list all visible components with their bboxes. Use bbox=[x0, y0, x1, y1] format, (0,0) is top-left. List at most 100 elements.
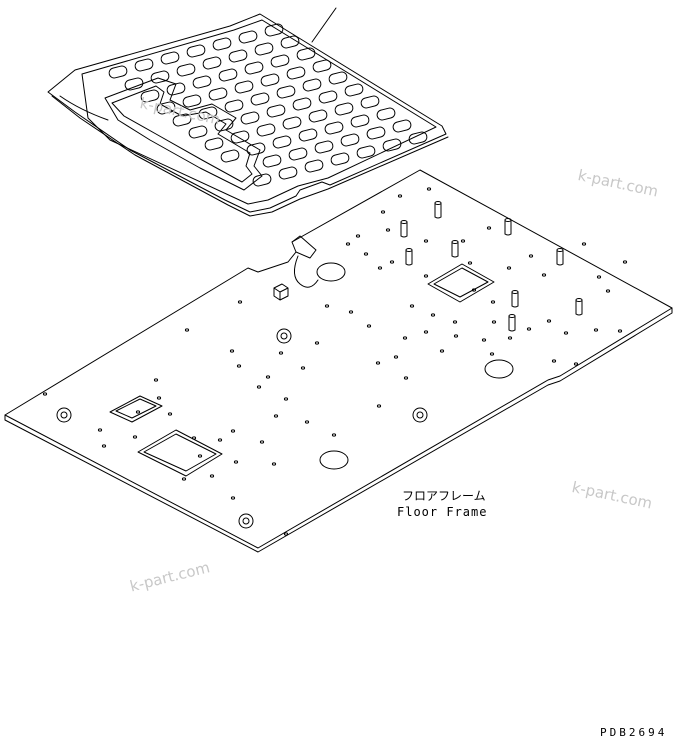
mat-oval-grid bbox=[108, 23, 428, 187]
mat-oval bbox=[366, 126, 386, 140]
small-hole bbox=[622, 260, 628, 264]
small-hole bbox=[430, 313, 436, 317]
small-hole bbox=[526, 327, 532, 331]
mat-oval bbox=[350, 114, 370, 128]
small-hole bbox=[423, 330, 429, 334]
mat-oval bbox=[286, 66, 306, 80]
frame-thickness bbox=[4, 307, 673, 553]
small-hole bbox=[355, 234, 361, 238]
small-hole bbox=[423, 274, 429, 278]
stud bbox=[511, 290, 519, 308]
mat-oval bbox=[324, 121, 344, 135]
small-hole bbox=[233, 460, 239, 464]
small-hole bbox=[345, 242, 351, 246]
mat-leader-line bbox=[311, 7, 337, 43]
mat-oval bbox=[220, 149, 240, 163]
frame-bracket-notch bbox=[294, 255, 319, 288]
small-hole bbox=[278, 351, 284, 355]
mat-oval bbox=[344, 83, 364, 97]
small-hole bbox=[596, 275, 602, 279]
mat-oval bbox=[356, 145, 376, 159]
mat-outline bbox=[47, 13, 447, 213]
small-hole bbox=[409, 304, 415, 308]
small-hole bbox=[230, 496, 236, 500]
mat-oval bbox=[198, 106, 218, 120]
mat-oval bbox=[298, 128, 318, 142]
small-hole bbox=[551, 359, 557, 363]
mat-oval bbox=[182, 94, 202, 108]
small-hole bbox=[385, 228, 391, 232]
small-hole bbox=[366, 324, 372, 328]
small-hole bbox=[265, 375, 271, 379]
small-hole bbox=[259, 440, 265, 444]
small-hole bbox=[617, 329, 623, 333]
small-hole bbox=[271, 462, 277, 466]
mat-oval bbox=[328, 71, 348, 85]
small-hole bbox=[471, 288, 477, 292]
small-hole bbox=[273, 414, 279, 418]
small-hole bbox=[467, 261, 473, 265]
mat-oval bbox=[376, 107, 396, 121]
small-hole bbox=[481, 338, 487, 342]
mat-oval bbox=[314, 140, 334, 154]
mat-oval bbox=[230, 130, 250, 144]
stud bbox=[400, 220, 408, 238]
small-hole bbox=[581, 242, 587, 246]
small-hole bbox=[426, 187, 432, 191]
mat-oval bbox=[234, 80, 254, 94]
small-hole bbox=[393, 355, 399, 359]
frame-washers bbox=[56, 328, 428, 529]
mat-oval bbox=[270, 54, 290, 68]
mat-oval bbox=[160, 51, 180, 65]
mat-oval bbox=[308, 109, 328, 123]
mat-oval bbox=[166, 82, 186, 96]
small-hole bbox=[314, 341, 320, 345]
small-hole bbox=[439, 349, 445, 353]
mat-oval bbox=[360, 95, 380, 109]
mat-oval bbox=[208, 87, 228, 101]
small-hole bbox=[191, 436, 197, 440]
mat-oval bbox=[140, 89, 160, 103]
small-hole bbox=[331, 433, 337, 437]
small-hole bbox=[132, 435, 138, 439]
small-hole bbox=[376, 404, 382, 408]
mat-oval bbox=[192, 75, 212, 89]
small-hole bbox=[167, 412, 173, 416]
mat-oval bbox=[246, 142, 266, 156]
mat-oval bbox=[266, 104, 286, 118]
small-hole bbox=[236, 364, 242, 368]
mat-oval bbox=[212, 37, 232, 51]
small-hole bbox=[507, 336, 513, 340]
mat-oval bbox=[312, 59, 332, 73]
small-hole bbox=[324, 304, 330, 308]
small-hole bbox=[229, 349, 235, 353]
small-hole bbox=[563, 331, 569, 335]
mat-oval bbox=[124, 77, 144, 91]
mat-oval bbox=[250, 92, 270, 106]
small-hole bbox=[348, 310, 354, 314]
mat-oval bbox=[150, 70, 170, 84]
stud bbox=[556, 248, 564, 266]
mat-oval bbox=[108, 65, 128, 79]
mat-oval bbox=[228, 49, 248, 63]
small-hole bbox=[156, 396, 162, 400]
frame-top-outline bbox=[4, 169, 673, 549]
small-hole bbox=[256, 385, 262, 389]
mat-oval bbox=[318, 90, 338, 104]
small-hole bbox=[452, 320, 458, 324]
mat-oval bbox=[214, 118, 234, 132]
frame-oval-hole bbox=[316, 262, 346, 282]
small-hole bbox=[304, 420, 310, 424]
small-hole bbox=[283, 532, 289, 536]
frame-small-holes bbox=[42, 187, 628, 536]
mat-oval bbox=[340, 133, 360, 147]
small-hole bbox=[453, 334, 459, 338]
frame-opening-large-left bbox=[137, 429, 223, 477]
mat-oval bbox=[334, 102, 354, 116]
small-hole bbox=[209, 474, 215, 478]
mat-oval bbox=[264, 23, 284, 37]
mat-oval bbox=[204, 137, 224, 151]
small-hole bbox=[541, 273, 547, 277]
mat-oval bbox=[292, 97, 312, 111]
